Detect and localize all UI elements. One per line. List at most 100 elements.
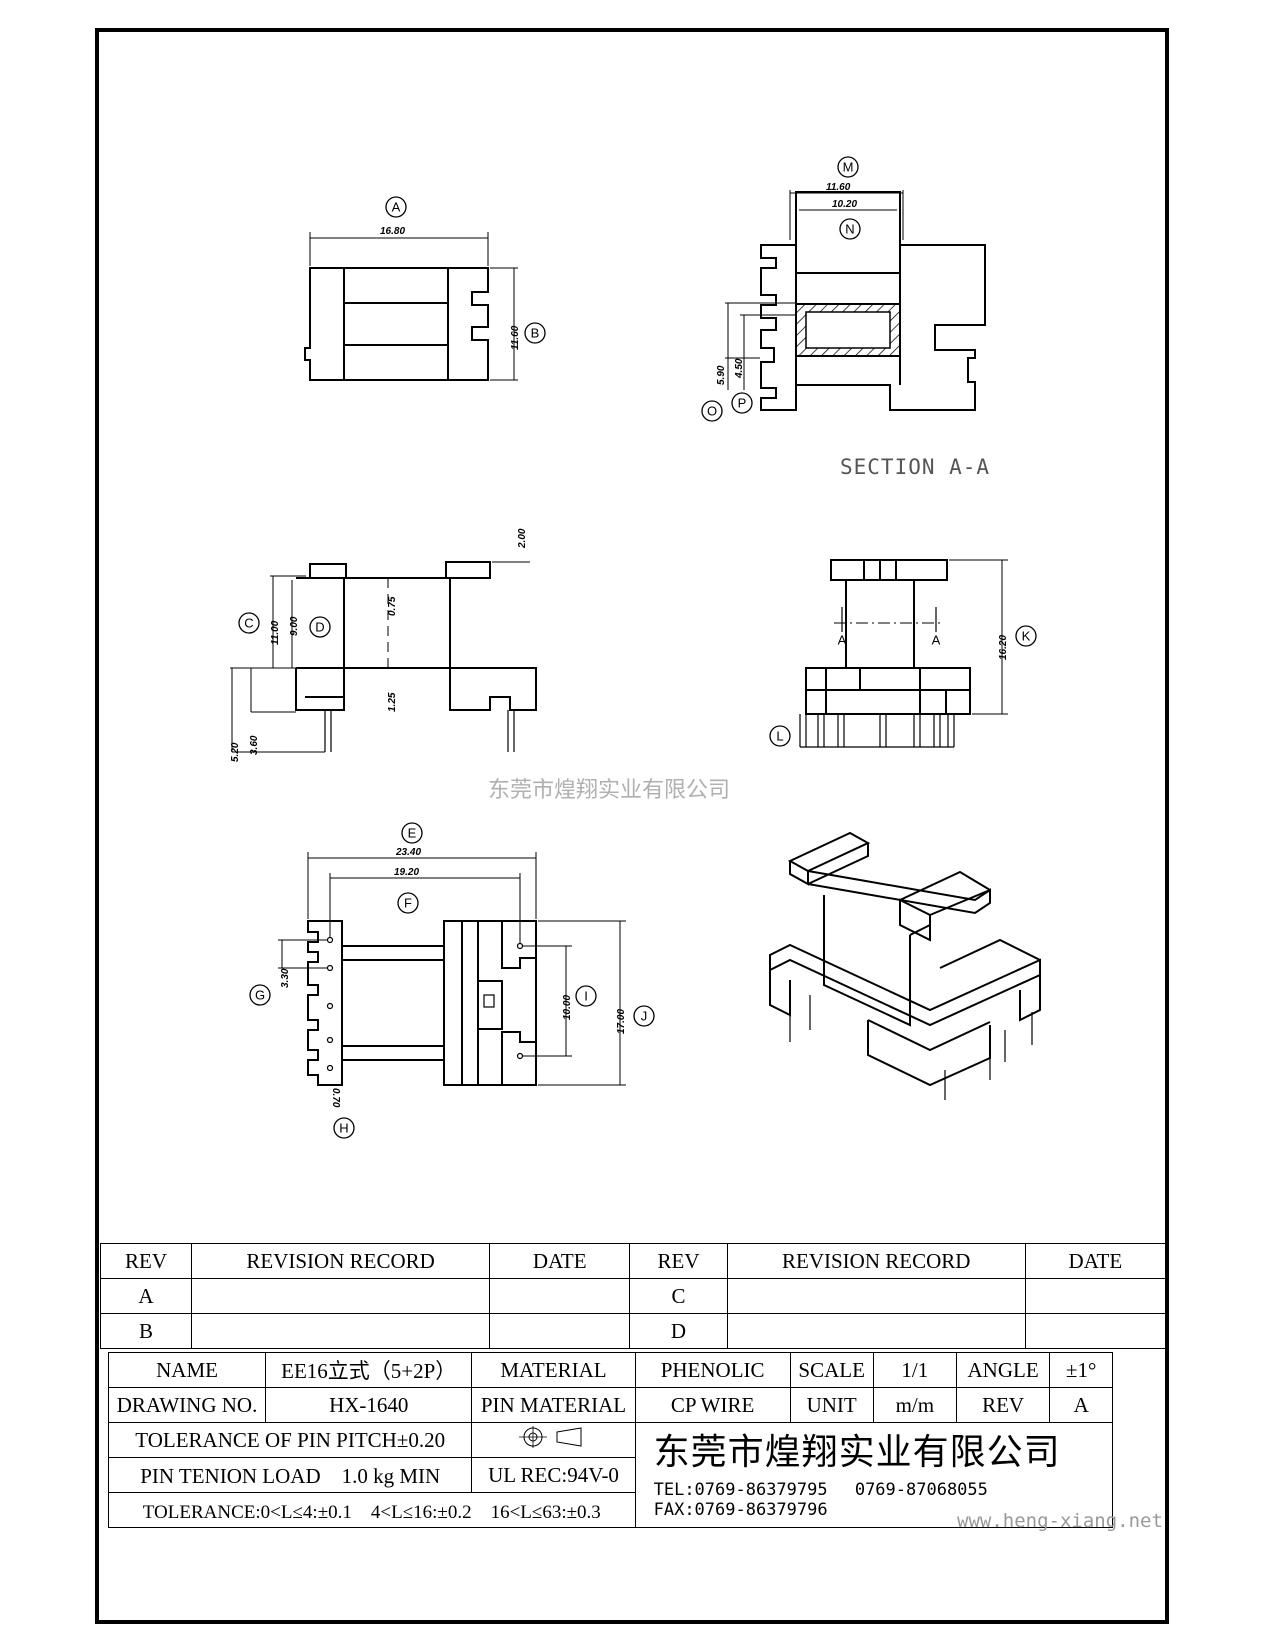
- dim-i: 10.00: [562, 995, 573, 1020]
- dim-c: 11.00: [270, 620, 281, 645]
- date-cell: [1024, 1313, 1167, 1349]
- label-n-bubble: [839, 218, 861, 240]
- pin-material-label: PIN MATERIAL: [471, 1387, 636, 1423]
- label-e: E: [408, 826, 417, 841]
- angle-label: ANGLE: [955, 1352, 1051, 1388]
- date-cell: [489, 1313, 631, 1349]
- dim-m: 11.60: [826, 182, 851, 193]
- projection-symbol: [471, 1422, 636, 1458]
- dim-n: 10.20: [832, 199, 857, 210]
- date-cell: [1024, 1278, 1167, 1314]
- side-view: A A 16.20 K L: [769, 559, 1037, 748]
- label-h-bubble: [333, 1117, 355, 1139]
- label-i: I: [584, 989, 588, 1004]
- rev-header-2: REV: [629, 1243, 728, 1279]
- company-fax: FAX:0769-86379796: [653, 1500, 828, 1520]
- label-j: J: [641, 1009, 648, 1024]
- dim-mid: 0.75: [387, 596, 398, 616]
- company-tel: TEL:0769-86379795 0769-87068055: [653, 1480, 988, 1500]
- dim-b: 11.60: [510, 325, 521, 350]
- label-o: O: [707, 404, 717, 419]
- section-mark-right: A: [932, 633, 941, 648]
- label-p-bubble: [731, 392, 753, 414]
- label-b: B: [531, 326, 540, 341]
- watermark-text: 东莞市煌翔实业有限公司: [488, 778, 730, 803]
- scale-value: 1/1: [872, 1352, 957, 1388]
- revision-header-row: REV REVISION RECORD DATE REV REVISION RE…: [99, 1243, 1167, 1279]
- section-view: 11.60 M 10.20 N 5.90 4.50 O P SECTION A-…: [701, 156, 990, 479]
- label-l-bubble: [769, 725, 791, 747]
- projection-symbol-icon: [518, 1426, 581, 1448]
- date-header-2: DATE: [1024, 1243, 1167, 1279]
- label-f: F: [404, 896, 412, 911]
- dim-d: 9.00: [289, 616, 300, 636]
- site-url: www.heng-xiang.net: [957, 1510, 1163, 1532]
- scale-label: SCALE: [789, 1352, 874, 1388]
- label-m-bubble: [837, 156, 859, 178]
- dim-e: 23.40: [395, 847, 421, 858]
- label-c: C: [244, 616, 253, 631]
- rev-label: REV: [955, 1387, 1051, 1423]
- drawing-no-value: HX-1640: [265, 1387, 473, 1423]
- tolerance-pin-pitch: TOLERANCE OF PIN PITCH±0.20: [107, 1422, 473, 1458]
- label-a: A: [392, 200, 401, 215]
- label-e-bubble: [401, 822, 423, 844]
- label-o-bubble: [701, 400, 723, 422]
- front-view: 0.75 1.25 2.00 11.00 9.00 C D 3.60 5.20: [230, 528, 537, 762]
- bottom-view: 23.40 E 19.20 F 3.30 G 0.70 H 10.00 I 17…: [249, 822, 655, 1139]
- revision-row: A C: [99, 1278, 1167, 1314]
- record-cell: [726, 1278, 1026, 1314]
- revision-record-header-2: REVISION RECORD: [726, 1243, 1026, 1279]
- label-m: M: [843, 160, 854, 175]
- drawing-frame: [95, 28, 1169, 1624]
- dim-o: 5.90: [716, 365, 727, 385]
- dim-pin-b: 5.20: [230, 742, 241, 762]
- isometric-view: [769, 831, 1041, 1100]
- pin-material-value: CP WIRE: [634, 1387, 791, 1423]
- record-cell: [726, 1313, 1026, 1349]
- date-header: DATE: [489, 1243, 631, 1279]
- label-g: G: [255, 988, 265, 1003]
- angle-value: ±1°: [1049, 1352, 1113, 1388]
- unit-value: m/m: [872, 1387, 957, 1423]
- rev-cell: D: [629, 1313, 728, 1349]
- drawing-no-label: DRAWING NO.: [107, 1387, 267, 1423]
- revision-table: REV REVISION RECORD DATE REV REVISION RE…: [99, 1243, 1167, 1349]
- material-label: MATERIAL: [471, 1352, 636, 1388]
- rev-value: A: [1049, 1387, 1113, 1423]
- section-title: SECTION A-A: [840, 455, 990, 479]
- rev-header: REV: [99, 1243, 193, 1279]
- label-g-bubble: [249, 984, 271, 1006]
- top-view: 16.80 A 11.60 B: [304, 196, 546, 381]
- label-d: D: [315, 620, 324, 635]
- dim-g: 3.30: [280, 968, 291, 988]
- date-cell: [489, 1278, 631, 1314]
- side-pins: [799, 714, 955, 748]
- dim-p: 4.50: [734, 358, 745, 379]
- label-c-bubble: [238, 612, 260, 634]
- record-cell: [191, 1278, 491, 1314]
- dim-pin-a: 3.60: [249, 735, 260, 755]
- revision-row: B D: [99, 1313, 1167, 1349]
- ul-rec: UL REC:94V-0: [471, 1457, 636, 1493]
- unit-label: UNIT: [789, 1387, 874, 1423]
- rev-cell: B: [99, 1313, 193, 1349]
- label-f-bubble: [397, 892, 419, 914]
- label-h: H: [339, 1121, 348, 1136]
- label-l: L: [776, 729, 783, 744]
- dim-f: 19.20: [394, 867, 419, 878]
- record-cell: [191, 1313, 491, 1349]
- dim-low: 1.25: [387, 692, 398, 712]
- label-a-bubble: [385, 196, 407, 218]
- label-i-bubble: [575, 985, 597, 1007]
- pin-tension-load: PIN TENION LOAD 1.0 kg MIN: [107, 1457, 473, 1493]
- dim-h: 0.70: [330, 1088, 341, 1108]
- label-n: N: [845, 222, 854, 237]
- rev-cell: A: [99, 1278, 193, 1314]
- label-k-bubble: [1015, 625, 1037, 647]
- material-value: PHENOLIC: [634, 1352, 791, 1388]
- tolerance-note: TOLERANCE:0<L≤4:±0.1 4<L≤16:±0.2 16<L≤63…: [108, 1492, 636, 1528]
- dim-j: 17.00: [616, 1009, 627, 1034]
- company-block: 东莞市煌翔实业有限公司 TEL:0769-86379795 0769-87068…: [634, 1422, 1114, 1528]
